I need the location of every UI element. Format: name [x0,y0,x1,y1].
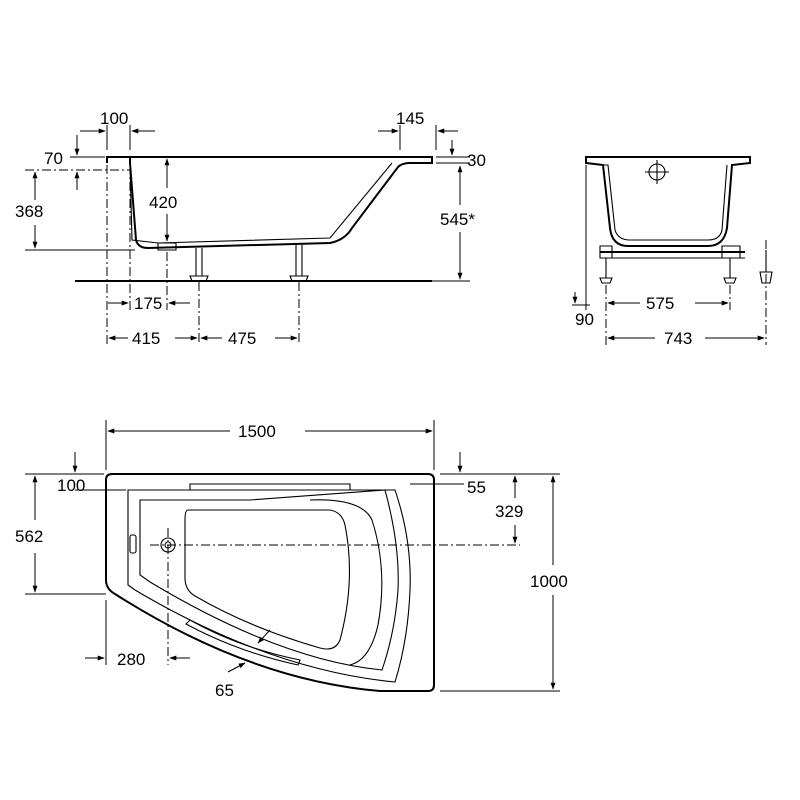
dim-rim-right-thickness: 30 [467,151,486,170]
dim-rim-right-width: 145 [396,109,424,128]
dim-leg-offset-1: 415 [132,329,160,348]
dim-drain-from-top: 562 [15,527,43,546]
dim-drain-offset-right: 329 [495,502,523,521]
dim-overall-length: 1500 [238,422,276,441]
dim-plan-rim-right-top: 55 [467,478,486,497]
dim-plan-overall-width: 1000 [530,572,568,591]
dim-plan-rim-top: 100 [57,476,85,495]
dim-internal-depth: 420 [149,193,177,212]
dim-drain-from-left: 280 [117,650,145,669]
side-view-legs [189,245,309,282]
plan-view: 1500 100 562 55 329 1000 280 65 [15,420,568,700]
dim-total-height: 545* [440,210,475,229]
plan-view-outline [105,473,435,692]
dim-depth-left: 368 [15,202,43,221]
dim-end-leg-spacing: 575 [646,294,674,313]
side-view: 100 145 70 368 420 30 545* 175 [15,109,486,348]
dim-rim-left-height: 70 [44,149,63,168]
dim-rim-left-width: 100 [100,109,128,128]
side-view-tub-outline [106,156,433,250]
dim-drain-offset: 175 [134,294,162,313]
dim-end-overall-width: 743 [664,329,692,348]
dim-foot-height: 90 [575,310,594,329]
dim-plan-rim-front: 65 [215,681,234,700]
dim-leg-spacing: 475 [228,329,256,348]
plan-view-basin [139,489,399,671]
end-view: 90 575 743 [572,156,773,348]
end-view-tub-outline [585,156,751,247]
